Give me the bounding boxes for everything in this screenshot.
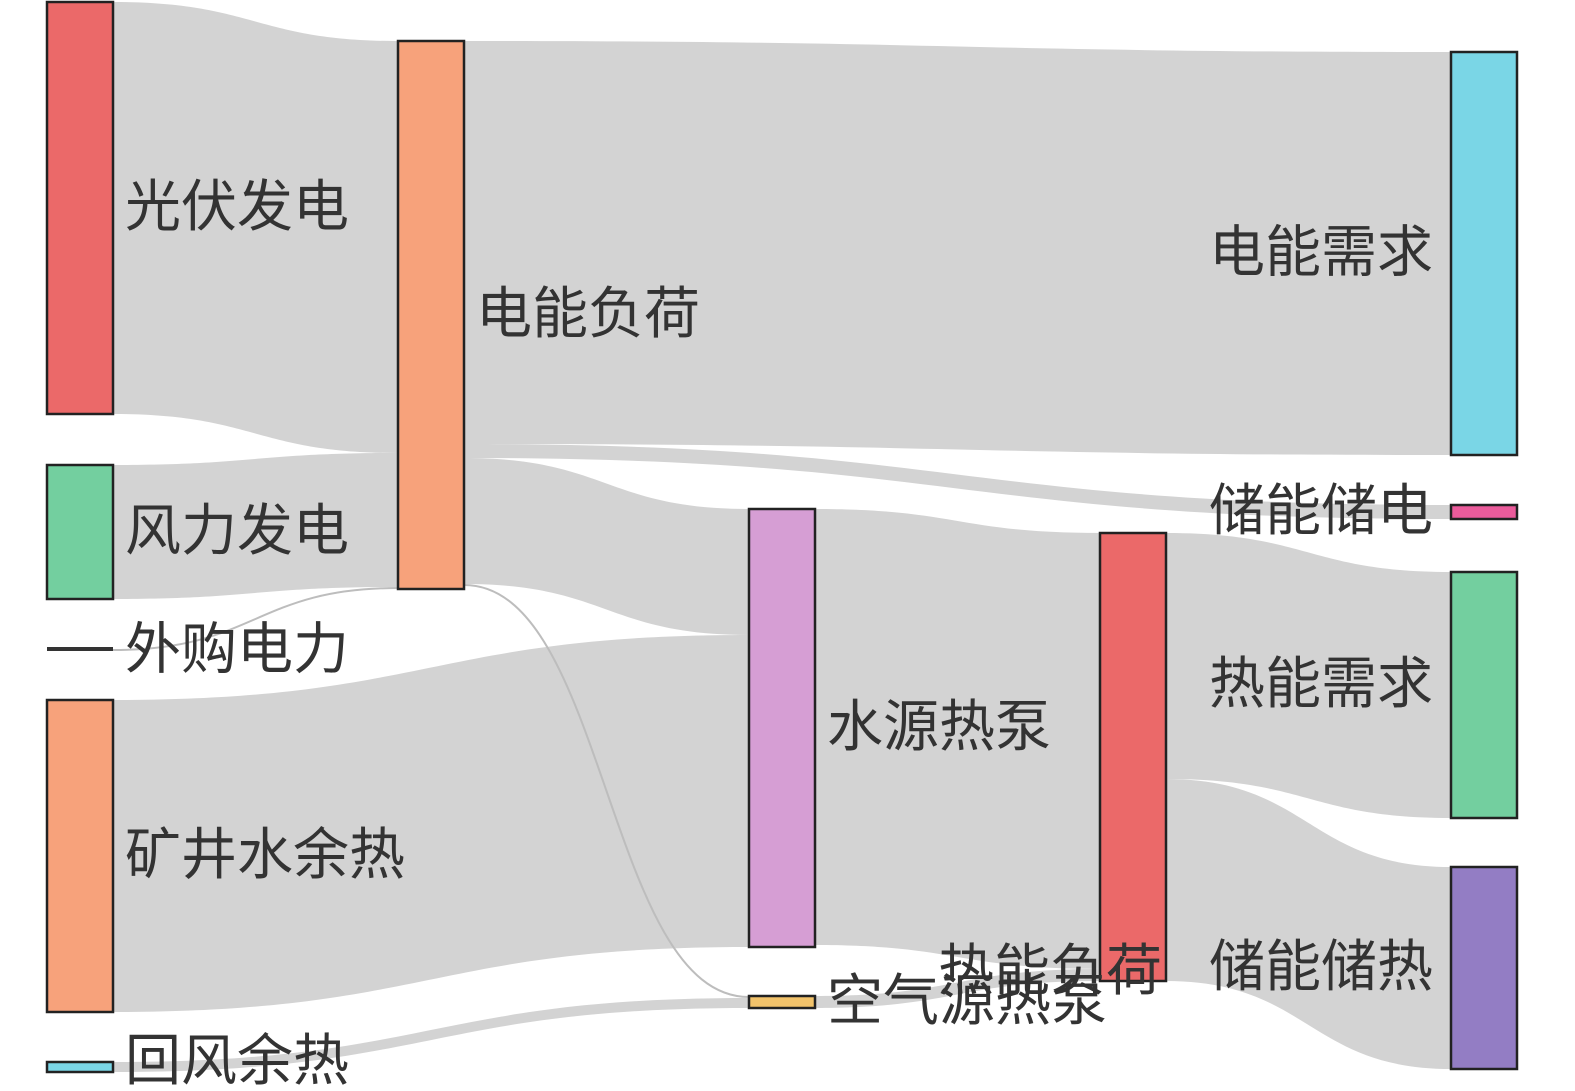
link-air-to-ashp [113, 998, 749, 1072]
link-wshp-to-hload [815, 509, 1100, 969]
node-estore [1449, 503, 1519, 521]
link-eload-to-wshp [464, 458, 749, 635]
label-hstore: 储能储热 [1209, 935, 1433, 1000]
label-wind: 风力发电 [125, 499, 349, 564]
label-eload: 电能负荷 [476, 282, 700, 347]
node-hstore [1449, 865, 1519, 1071]
label-pv: 光伏发电 [125, 175, 349, 240]
link-grid-to-eload [112, 587, 399, 651]
link-ashp-to-hload [815, 969, 1100, 1008]
node-hload [1098, 531, 1168, 983]
label-mine: 矿井水余热 [125, 823, 405, 888]
label-hdemand: 热能需求 [1209, 652, 1433, 717]
label-air: 回风余热 [125, 1029, 349, 1091]
link-pv-to-eload [113, 2, 398, 453]
node-hdemand [1449, 570, 1519, 820]
link-mine-to-wshp [113, 635, 749, 1012]
node-eload [396, 39, 466, 591]
label-ashp: 空气源热泵 [827, 969, 1107, 1034]
link-eload-to-edemand [464, 41, 1451, 455]
label-grid: 外购电力 [125, 618, 349, 683]
link-hload-to-hdemand [1166, 533, 1451, 818]
node-mine [45, 698, 115, 1014]
label-estore: 储能储电 [1209, 479, 1433, 544]
node-pv [45, 0, 115, 416]
nodes-layer [45, 0, 1519, 1074]
label-hload: 热能负荷 [938, 939, 1162, 1004]
node-edemand [1449, 50, 1519, 457]
node-air [45, 1060, 115, 1074]
label-edemand: 电能需求 [1209, 221, 1433, 286]
link-eload-to-ashp [463, 584, 750, 998]
node-wind [45, 463, 115, 601]
node-ashp [747, 994, 817, 1010]
links-layer [112, 2, 1451, 1072]
link-wind-to-eload [113, 453, 398, 599]
link-hload-to-hstore [1166, 779, 1451, 1069]
link-eload-to-estore [464, 444, 1451, 519]
node-wshp [747, 507, 817, 949]
label-wshp: 水源热泵 [827, 695, 1051, 760]
